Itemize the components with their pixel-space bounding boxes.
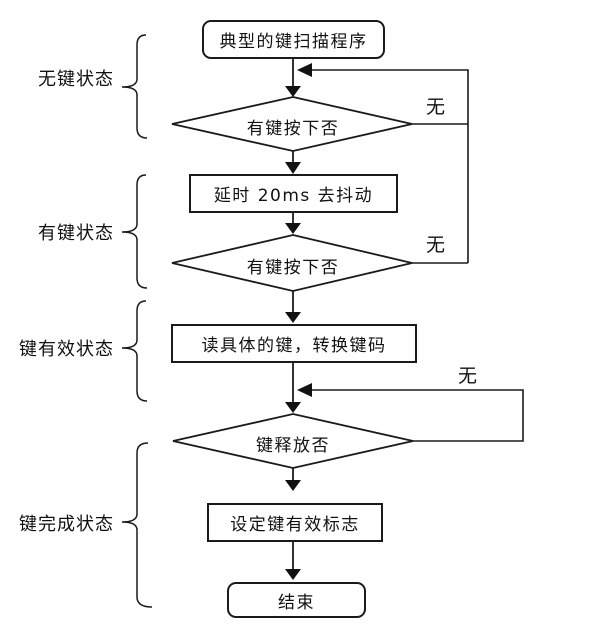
node-set-flag-label: 设定键有效标志: [230, 515, 360, 535]
diamond-key-released-label: 键释放否: [256, 436, 330, 456]
state-label-key-complete: 键完成状态: [19, 514, 114, 535]
diamond-key-pressed-2-label: 有键按下否: [246, 258, 340, 278]
arrowhead-into-decision2: [285, 223, 301, 234]
diamond-key-released: [172, 413, 414, 469]
node-delay-label: 延时 20ms 去抖动: [213, 186, 374, 206]
node-end: 结束: [227, 582, 366, 618]
node-delay-debounce: 延时 20ms 去抖动: [189, 174, 398, 213]
node-set-flag: 设定键有效标志: [207, 503, 383, 542]
arrowhead-into-flag: [285, 480, 301, 491]
state-label-no-key: 无键状态: [38, 69, 114, 90]
node-read-key-label: 读具体的键，转换键码: [201, 336, 387, 356]
arrowhead-into-decision3: [285, 402, 301, 413]
arrowhead-into-decision1: [285, 86, 301, 97]
loop-a-return-line: [311, 69, 469, 263]
state-label-key-pressed: 有键状态: [38, 223, 114, 244]
diamond-key-pressed-1: [171, 96, 413, 152]
node-start-label: 典型的键扫描程序: [219, 32, 368, 52]
arrowhead-loop-a-rejoin: [297, 63, 312, 77]
state-label-key-valid: 键有效状态: [19, 339, 114, 360]
node-start: 典型的键扫描程序: [202, 20, 385, 59]
diamond-key-pressed-1-label: 有键按下否: [246, 119, 340, 139]
edge-label-no-2: 无: [426, 234, 446, 256]
arrowhead-into-delay: [285, 162, 301, 174]
loop-b-return-line: [311, 389, 524, 442]
diamond-key-pressed-2: [171, 234, 413, 292]
arrowhead-loop-b-rejoin: [297, 383, 312, 397]
brace-no-key-state: [121, 34, 148, 139]
node-end-label: 结束: [278, 592, 315, 613]
brace-key-pressed-state: [121, 174, 148, 289]
edge-label-no-3: 无: [458, 365, 478, 387]
brace-key-valid-state: [121, 300, 148, 402]
arrowhead-into-read: [285, 312, 301, 323]
edge-label-no-1: 无: [426, 96, 446, 118]
node-read-key: 读具体的键，转换键码: [171, 324, 417, 363]
brace-key-complete-state: [121, 442, 153, 608]
arrowhead-into-end: [285, 569, 301, 580]
